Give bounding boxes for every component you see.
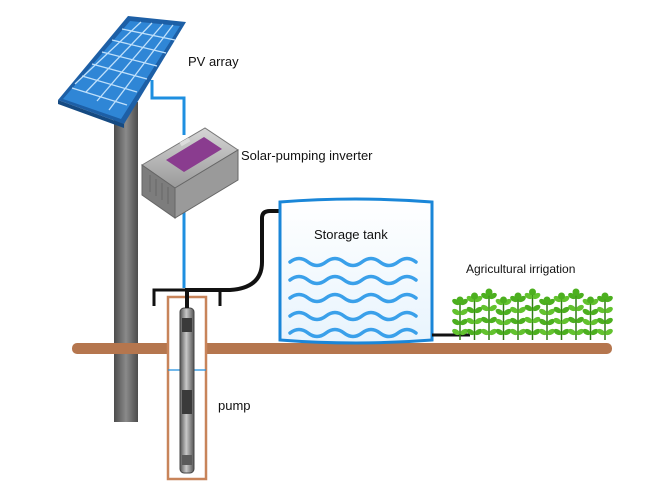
plant-leaf (460, 318, 468, 326)
plant-leaf (481, 304, 489, 312)
plant-leaf (568, 304, 576, 312)
plant-top (587, 296, 594, 304)
plant-leaf (561, 306, 570, 314)
plant-leaf (452, 328, 460, 336)
plant-top (456, 296, 464, 304)
plant-leaf (532, 304, 541, 312)
storage-tank (278, 197, 470, 345)
plant-leaf (553, 306, 562, 314)
plant-leaf (518, 317, 526, 325)
plant-top (529, 288, 536, 296)
plant-leaf (597, 317, 605, 325)
plant-leaf (481, 328, 489, 336)
plant-leaf (510, 306, 518, 314)
plant-top (543, 296, 551, 304)
water-waves (288, 256, 418, 339)
plant-leaf (466, 306, 475, 314)
plant-leaf (561, 328, 570, 336)
plant-leaf (503, 308, 512, 316)
plant-leaf (582, 328, 591, 336)
plant-leaf (547, 328, 555, 336)
plant-leaf (489, 328, 497, 336)
plant-leaf (576, 316, 584, 324)
plant-top (601, 292, 609, 300)
plant-leaf (597, 306, 605, 314)
plant-leaf (489, 304, 497, 312)
delivery-pipe (185, 209, 300, 308)
plant-leaf (452, 308, 460, 316)
plant-leaf (547, 318, 555, 326)
plant-leaf (597, 328, 605, 336)
plant-leaf (605, 306, 613, 314)
plant-leaf (539, 328, 547, 336)
plant-leaf (510, 328, 518, 336)
plant-leaf (576, 328, 584, 336)
plant-leaf (582, 308, 591, 316)
plant-leaf (474, 317, 483, 325)
plant-top (485, 288, 493, 296)
plant-leaf (466, 328, 475, 336)
plant-leaf (539, 308, 547, 316)
plant-leaf (452, 318, 460, 326)
plant-leaf (460, 328, 468, 336)
pump-label: pump (218, 398, 251, 413)
solar-panel-icon (58, 16, 186, 128)
ground-line (72, 343, 612, 354)
plant-leaf (568, 328, 576, 336)
plant-leaf (495, 318, 504, 326)
support-pole (114, 102, 138, 422)
plant-leaf (460, 308, 468, 316)
pv-array-label: PV array (188, 54, 239, 69)
plant-top (558, 292, 565, 300)
plant-leaf (466, 317, 475, 325)
inverter-icon (141, 127, 239, 219)
plant-leaf (539, 318, 547, 326)
plant-leaf (518, 306, 526, 314)
plant-leaf (489, 316, 497, 324)
plant-leaf (568, 316, 576, 324)
storage-tank-label: Storage tank (314, 227, 388, 242)
plant-top (572, 288, 580, 296)
plant-leaf (547, 308, 555, 316)
plant-leaf (553, 328, 562, 336)
plant-top (500, 296, 507, 304)
plant-leaf (605, 317, 613, 325)
plant-top (471, 292, 478, 300)
inverter-label: Solar-pumping inverter (241, 148, 373, 163)
irrigation-label: Agricultural irrigation (466, 262, 576, 276)
plant-leaf (495, 308, 504, 316)
plant-leaf (576, 304, 584, 312)
plant-leaf (518, 328, 526, 336)
plant-top (514, 292, 522, 300)
plant-leaf (503, 328, 512, 336)
pump-icon (179, 307, 195, 474)
plant-leaf (495, 328, 504, 336)
plant-leaf (524, 304, 533, 312)
plant-leaf (524, 316, 533, 324)
plant-leaf (474, 328, 483, 336)
plant-leaf (605, 328, 613, 336)
plant-leaf (510, 317, 518, 325)
plant-leaf (474, 306, 483, 314)
plant-leaf (561, 317, 570, 325)
plant-leaf (582, 318, 591, 326)
plant-icon (452, 288, 613, 340)
plant-leaf (590, 328, 599, 336)
plant-leaf (590, 308, 599, 316)
plant-leaf (524, 328, 533, 336)
plant-leaf (553, 317, 562, 325)
plant-leaf (532, 316, 541, 324)
plant-leaf (532, 328, 541, 336)
plant-leaf (590, 318, 599, 326)
power-cable (150, 80, 186, 288)
plant-leaf (503, 318, 512, 326)
plant-leaf (481, 316, 489, 324)
